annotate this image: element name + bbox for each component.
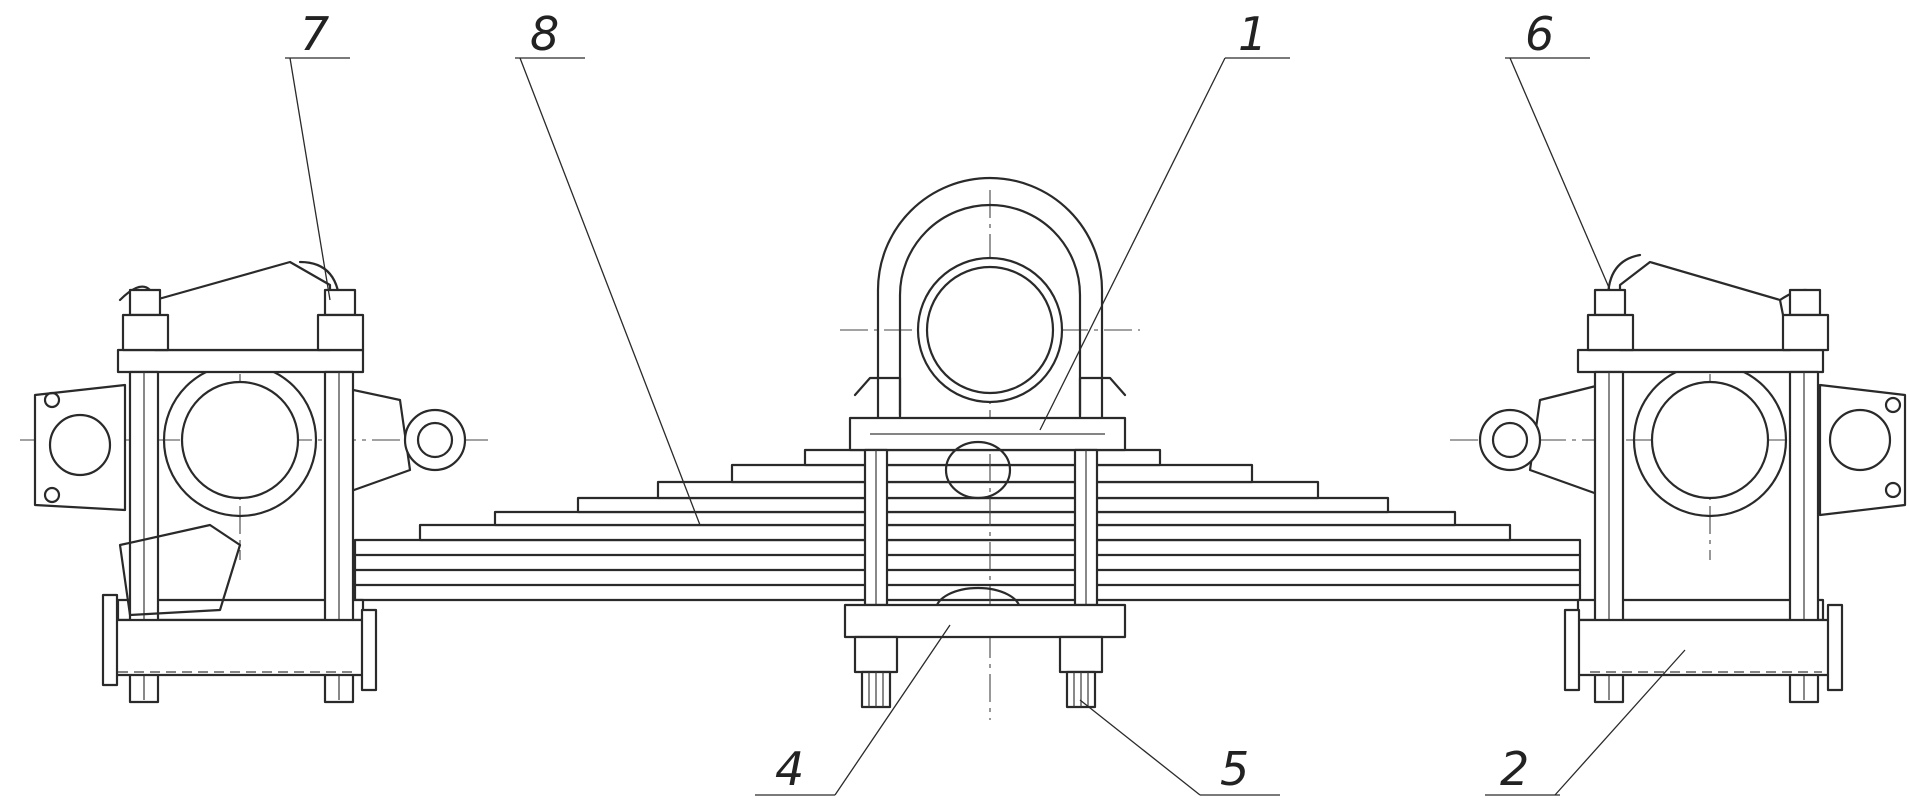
lower-pad-plate	[843, 603, 1127, 639]
center-u-bolts	[863, 448, 1099, 607]
callout-label-8: 8	[530, 7, 559, 61]
callout-label-4: 4	[775, 742, 804, 796]
left-end-assembly	[20, 260, 490, 704]
callout-label-7: 7	[300, 7, 329, 61]
callout-8: 8	[515, 7, 701, 526]
callout-7: 7	[285, 7, 350, 301]
callout-6: 6	[1505, 7, 1611, 291]
leaf-spring-pack	[353, 448, 1582, 602]
callout-label-5: 5	[1220, 742, 1249, 796]
callout-label-6: 6	[1525, 7, 1554, 61]
center-clamp-plate	[848, 416, 1127, 452]
callout-label-1: 1	[1238, 7, 1267, 61]
right-end-assembly	[1450, 253, 1907, 704]
callout-label-2: 2	[1500, 742, 1529, 796]
callout-1: 1	[1039, 7, 1290, 431]
callout-4: 4	[755, 624, 951, 796]
center-nuts	[853, 635, 1104, 709]
callout-5: 5	[1079, 699, 1280, 796]
callout-2: 2	[1485, 649, 1686, 796]
